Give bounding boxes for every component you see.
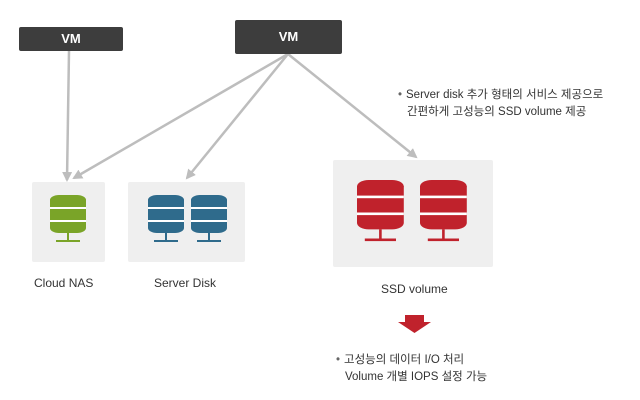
note-bottom-line1: 고성능의 데이터 I/O 처리 bbox=[344, 354, 465, 366]
ssd-volume-label: SSD volume bbox=[381, 282, 448, 296]
note-top-line1: Server disk 추가 형태의 서비스 제공으로 bbox=[406, 89, 604, 101]
vm-box-right: VM bbox=[235, 20, 342, 54]
note-top-bullet: • bbox=[398, 89, 403, 101]
note-bottom-line2: Volume 개별 IOPS 설정 가능 bbox=[345, 371, 488, 383]
note-bottom: •고성능의 데이터 I/O 처리 Volume 개별 IOPS 설정 가능 bbox=[336, 352, 487, 386]
note-top: •Server disk 추가 형태의 서비스 제공으로 간편하게 고성능의 S… bbox=[398, 87, 603, 121]
server-disk-label: Server Disk bbox=[154, 276, 217, 290]
ssd-database-icon-2 bbox=[420, 180, 467, 242]
down-arrow-icon bbox=[398, 315, 431, 333]
arrow-vm-right-to-ssd bbox=[287, 53, 418, 159]
server-disk-database-icon-2 bbox=[191, 195, 227, 242]
server-disk-database-icon-1 bbox=[148, 195, 184, 242]
note-top-line2: 간편하게 고성능의 SSD volume 제공 bbox=[407, 106, 587, 118]
cloud-nas-database-icon bbox=[50, 195, 86, 242]
arrow-vm-left-to-nas bbox=[62, 50, 73, 182]
ssd-database-icon-1 bbox=[357, 180, 404, 242]
vm-box-left: VM bbox=[19, 27, 123, 51]
arrow-vm-right-to-server-disk bbox=[185, 53, 289, 180]
arrow-vm-right-to-nas bbox=[72, 52, 289, 180]
cloud-nas-label: Cloud NAS bbox=[34, 276, 94, 290]
note-bottom-bullet: • bbox=[336, 354, 341, 366]
